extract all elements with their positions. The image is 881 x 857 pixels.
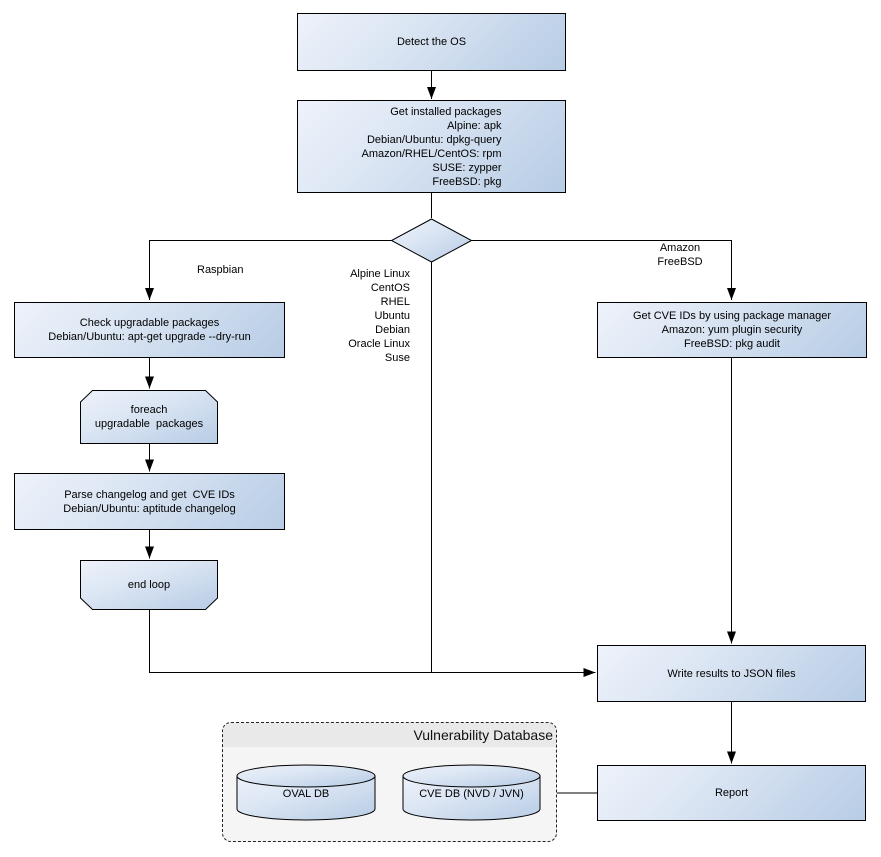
node-detect-os-label: Detect the OS [396,36,467,48]
node-end-loop-label: end loop [127,579,171,591]
edge-endloop-to-write-results [149,610,596,677]
node-end-loop: end loop [80,560,218,610]
node-parse-changelog-label: Parse changelog and get CVE IDs Debian/U… [63,488,236,515]
oval-db-label: OVAL DB [282,788,330,800]
node-report: Report [597,765,866,821]
cve-db-label: CVE DB (NVD / JVN) [419,788,524,800]
node-parse-changelog: Parse changelog and get CVE IDs Debian/U… [14,473,285,530]
oval-db: OVAL DB [237,768,375,820]
node-report-label: Report [714,787,749,799]
node-get-installed-packages-label: Get installed packages Alpine: apk Debia… [361,105,502,188]
edge-label-os-list: Alpine Linux CentOS RHEL Ubuntu Debian O… [348,268,410,364]
node-check-upgradable-label: Check upgradable packages Debian/Ubuntu:… [48,317,251,343]
edge-label-raspbian: Raspbian [197,264,244,276]
node-foreach-loop-label: foreach upgradable packages [94,404,204,430]
decision-diamond [390,218,473,263]
node-get-cve-ids: Get CVE IDs by using package manager Ama… [597,302,867,358]
node-write-results-label: Write results to JSON files [667,667,796,680]
node-check-upgradable: Check upgradable packages Debian/Ubuntu:… [14,302,285,358]
cluster-header: Vulnerability Database [223,723,556,747]
node-get-cve-ids-label: Get CVE IDs by using package manager Ama… [632,310,832,350]
node-get-installed-packages: Get installed packages Alpine: apk Debia… [297,100,566,193]
cluster-title: Vulnerability Database [413,727,553,743]
node-detect-os: Detect the OS [297,13,566,71]
cve-db: CVE DB (NVD / JVN) [403,768,540,820]
node-write-results: Write results to JSON files [597,645,866,702]
edge-label-amazon-freebsd: Amazon FreeBSD [657,242,703,268]
node-foreach-loop: foreach upgradable packages [80,390,218,444]
